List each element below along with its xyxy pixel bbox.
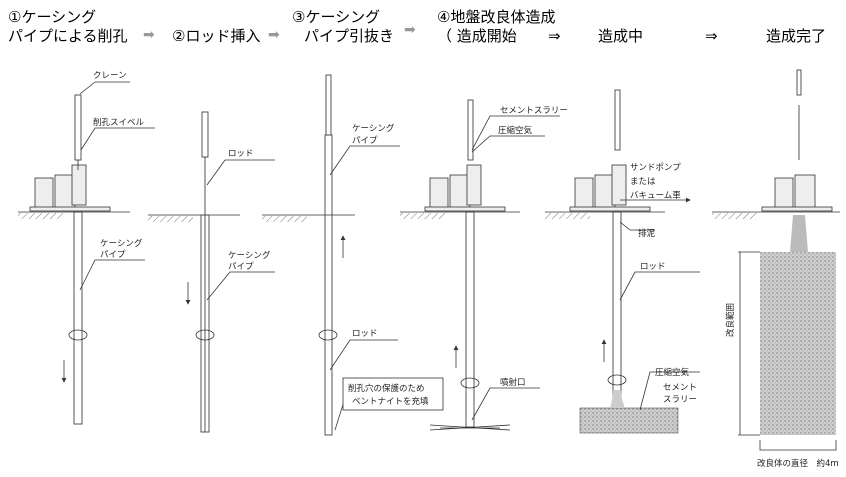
- label-casing2: ケーシング: [228, 250, 271, 261]
- label-crane: クレーン: [93, 71, 127, 81]
- label-rod5: ロッド: [640, 262, 666, 272]
- label-diameter: 改良体の直径 約4m: [757, 458, 839, 469]
- improved-body-neck: [790, 215, 808, 252]
- slurry-neck: [610, 390, 625, 408]
- label-pump-2: または: [630, 177, 656, 187]
- improved-body-partial: [579, 407, 679, 434]
- pipes: [73, 69, 802, 436]
- label-compressed-air: 圧縮空気: [498, 125, 533, 136]
- step2-title: ②ロッド挿入: [172, 27, 261, 45]
- label-casing3: ケーシング: [352, 123, 395, 134]
- label-bentonite-2: ベントナイトを充填: [352, 396, 429, 407]
- label-casing1: ケーシング: [100, 238, 143, 249]
- label-rod2: ロッド: [228, 149, 254, 159]
- label-casing2-2: パイプ: [228, 262, 254, 272]
- leader-lines: [79, 81, 700, 431]
- bentonite-box: [342, 377, 444, 411]
- label-nozzle: 噴射口: [500, 377, 526, 388]
- label-cement-slurry2-2: スラリー: [663, 395, 697, 405]
- step4-title: ④地盤改良体造成（ 造成開始: [437, 8, 556, 45]
- flow-arrow-icon: ⇒: [548, 27, 561, 45]
- label-range: 改良範囲: [725, 303, 736, 337]
- label-pump-3: バキューム車: [630, 190, 681, 201]
- jet-spray: [429, 424, 511, 431]
- label-cement-slurry: セメントスラリー: [500, 106, 568, 116]
- step-arrow-icon: ➡: [404, 22, 416, 38]
- ground: [18, 211, 840, 222]
- step4-sub3: 造成完了: [766, 27, 827, 45]
- label-bentonite: 削孔穴の保護のため: [348, 383, 425, 394]
- direction-arrows: [61, 197, 691, 383]
- step-arrow-icon: ➡: [143, 27, 155, 43]
- label-casing1-2: パイプ: [100, 250, 126, 260]
- rotation-icon: [68, 329, 627, 389]
- label-rod3: ロッド: [352, 329, 378, 339]
- label-compressed-air2: 圧縮空気: [655, 367, 690, 378]
- drilling-machine: [29, 164, 833, 212]
- step3-title: ③ケーシングパイプ引抜き: [292, 8, 395, 45]
- flow-arrow-icon: ⇒: [705, 27, 718, 45]
- step-arrow-icon: ➡: [268, 27, 280, 43]
- label-cement-slurry2: セメント: [663, 383, 697, 393]
- label-casing3-2: パイプ: [352, 136, 378, 146]
- label-swivel: 削孔スイベル: [93, 117, 145, 128]
- improved-body: [760, 252, 836, 435]
- step4-sub2: 造成中: [598, 27, 644, 45]
- label-pump: サンドポンプ: [630, 163, 681, 173]
- step1-title: ①ケーシングパイプによる削孔: [8, 8, 128, 45]
- label-mud: 排泥: [638, 228, 656, 239]
